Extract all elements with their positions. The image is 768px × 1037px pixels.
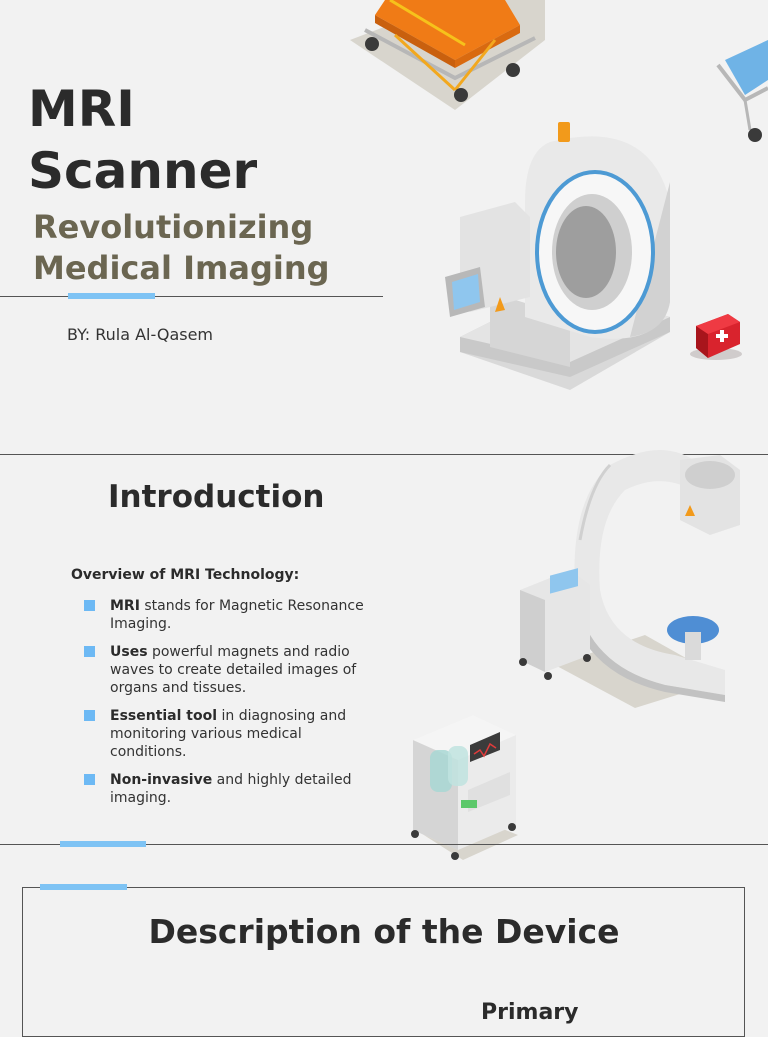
- subtitle-line-1: Revolutionizing: [33, 208, 314, 246]
- title-line-1: MRI: [28, 80, 135, 138]
- bullet-square-icon: [84, 600, 95, 611]
- bullet-text: powerful magnets and radio waves to crea…: [110, 644, 357, 696]
- bullet-keyword: Essential tool: [110, 708, 218, 724]
- author-credit: BY: Rula Al-Qasem: [67, 325, 214, 344]
- bullet-text: stands for Magnetic Resonance Imaging.: [110, 598, 364, 632]
- c-arm-xray-illustration: [519, 450, 740, 708]
- medical-suction-unit-illustration: [411, 715, 518, 860]
- bullet-keyword: Uses: [110, 644, 148, 660]
- bullet-square-icon: [84, 774, 95, 785]
- title-rule: [0, 296, 383, 297]
- list-item: Non-invasive and highly detailed imaging…: [84, 771, 379, 807]
- bullet-text: in diagnosing and monitoring various med…: [110, 708, 347, 760]
- overview-label: Overview of MRI Technology:: [71, 567, 300, 583]
- bullet-keyword: MRI: [110, 598, 140, 614]
- bullet-keyword: Non-invasive: [110, 772, 213, 788]
- title-line-2: Scanner: [28, 142, 258, 200]
- bullet-square-icon: [84, 646, 95, 657]
- list-item: MRI stands for Magnetic Resonance Imagin…: [84, 597, 379, 633]
- stretcher-orange-illustration: [350, 0, 545, 110]
- stretcher-blue-illustration: [716, 40, 768, 142]
- subtitle: Revolutionizing Medical Imaging: [33, 207, 330, 289]
- overview-bullet-list: MRI stands for Magnetic Resonance Imagin…: [84, 597, 379, 817]
- section-divider: [0, 454, 768, 455]
- section-accent-bar: [60, 841, 146, 847]
- slide-accent-bar: [40, 884, 127, 890]
- introduction-heading: Introduction: [108, 479, 325, 515]
- subtitle-line-2: Medical Imaging: [33, 249, 330, 287]
- list-item: Uses powerful magnets and radio waves to…: [84, 643, 379, 697]
- section-divider: [0, 844, 768, 845]
- title-accent-bar: [68, 293, 155, 299]
- mri-scanner-illustration: [445, 122, 670, 390]
- page-title: MRI Scanner: [28, 78, 257, 202]
- bullet-square-icon: [84, 710, 95, 721]
- slide-frame: [22, 887, 745, 1037]
- bullet-text: and highly detailed imaging.: [110, 772, 352, 806]
- device-description-heading: Description of the Device: [148, 912, 620, 951]
- first-aid-kit-icon: [690, 314, 742, 360]
- primary-section-label: Primary: [481, 1000, 579, 1025]
- list-item: Essential tool in diagnosing and monitor…: [84, 707, 379, 761]
